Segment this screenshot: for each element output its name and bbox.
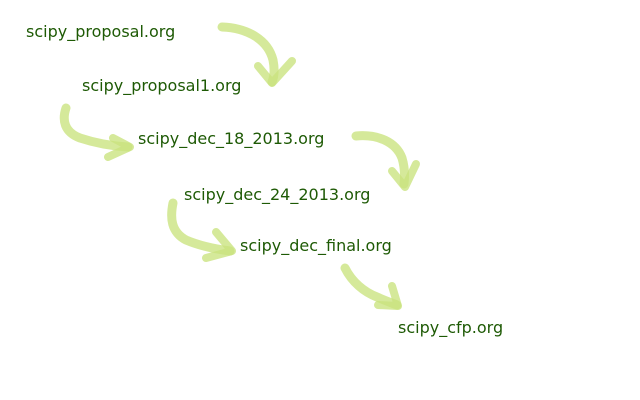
file-label-scipy-dec-final: scipy_dec_final.org bbox=[240, 236, 392, 255]
arrow-decfinal-to-cfp bbox=[340, 263, 402, 310]
file-label-scipy-proposal: scipy_proposal.org bbox=[26, 22, 176, 41]
arrow-proposal1-to-dec18 bbox=[59, 103, 134, 161]
file-label-scipy-dec-18-2013: scipy_dec_18_2013.org bbox=[138, 129, 325, 148]
arrow-dec18-to-dec24 bbox=[351, 131, 420, 191]
arrow-proposal-to-proposal1 bbox=[217, 22, 296, 87]
file-label-scipy-proposal1: scipy_proposal1.org bbox=[82, 76, 242, 95]
file-label-scipy-dec-24-2013: scipy_dec_24_2013.org bbox=[184, 185, 371, 204]
file-label-scipy-cfp: scipy_cfp.org bbox=[398, 318, 504, 337]
arrow-dec24-to-decfinal bbox=[167, 198, 236, 262]
